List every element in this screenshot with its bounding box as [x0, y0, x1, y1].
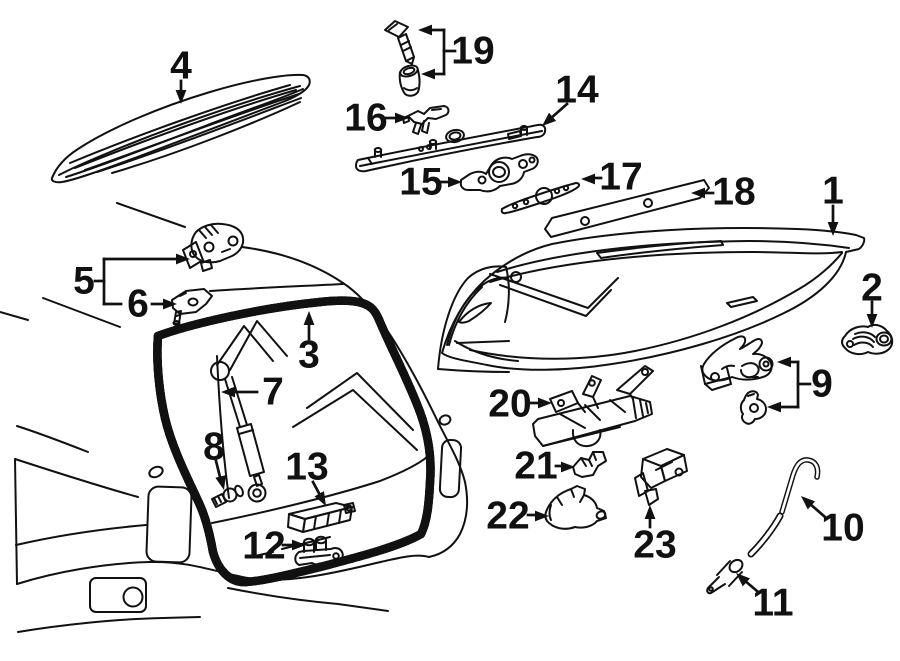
- part-number-label[interactable]: 2: [861, 267, 883, 310]
- callout-13[interactable]: 13: [285, 446, 330, 509]
- part-14-molding-bar: [355, 123, 547, 173]
- callout-6[interactable]: 6: [127, 283, 177, 326]
- part-10-support-rod: [747, 457, 821, 558]
- part-number-label[interactable]: 3: [298, 334, 320, 377]
- arrowhead-icon: [561, 461, 575, 473]
- callout-7[interactable]: 7: [221, 371, 284, 414]
- arrowhead-icon: [395, 112, 409, 124]
- callout-4[interactable]: 4: [170, 45, 192, 105]
- part-number-label[interactable]: 11: [752, 582, 793, 625]
- part-number-label[interactable]: 22: [486, 495, 529, 538]
- arrowhead-icon: [538, 397, 552, 409]
- arrowhead-icon: [581, 173, 595, 185]
- part-19-fasteners: [384, 20, 421, 97]
- part-20-latch-assembly: [532, 365, 654, 448]
- callout-17[interactable]: 17: [581, 156, 643, 199]
- part-number-label[interactable]: 16: [344, 97, 387, 140]
- callout-9[interactable]: 9: [767, 356, 833, 413]
- part-21-clip: [572, 451, 607, 478]
- part-18-pad: [544, 179, 710, 238]
- callout-20[interactable]: 20: [488, 383, 552, 426]
- arrowhead-icon: [292, 539, 306, 551]
- part-8-ball-stud: [211, 484, 244, 508]
- callout-16[interactable]: 16: [344, 97, 409, 140]
- part-15-bracket: [459, 153, 539, 193]
- part-12-striker: [294, 535, 344, 566]
- callout-22[interactable]: 22: [486, 495, 549, 538]
- arrowhead-icon: [801, 496, 816, 510]
- part-11-rod-clip: [706, 558, 744, 595]
- part-17-plate: [500, 182, 581, 215]
- arrowhead-icon: [827, 222, 839, 236]
- part-6-hinge-plate: [171, 288, 213, 326]
- arrowhead-icon: [421, 68, 435, 80]
- callout-1[interactable]: 1: [822, 170, 844, 237]
- part-13-latch-module: [287, 502, 356, 533]
- part-number-label[interactable]: 9: [811, 363, 833, 406]
- callout-8[interactable]: 8: [203, 426, 229, 492]
- arrowhead-icon: [175, 90, 187, 104]
- part-number-label[interactable]: 14: [555, 69, 599, 112]
- part-number-label[interactable]: 23: [633, 524, 676, 567]
- arrowhead-icon: [303, 311, 315, 325]
- arrowhead-icon: [767, 401, 781, 413]
- part-number-label[interactable]: 1: [822, 170, 844, 213]
- part-number-label[interactable]: 8: [203, 426, 225, 469]
- arrowhead-icon: [448, 176, 462, 188]
- part-number-label[interactable]: 21: [514, 445, 557, 488]
- arrowhead-icon: [314, 491, 326, 506]
- callout-19[interactable]: 19: [418, 24, 495, 80]
- part-number-label[interactable]: 20: [488, 383, 531, 426]
- leader-line: [548, 102, 569, 121]
- part-16-clip: [402, 105, 450, 135]
- arrowhead-icon: [866, 314, 878, 328]
- part-23-actuator: [634, 448, 688, 506]
- arrowhead-icon: [163, 298, 177, 310]
- part-5-hinge-upper: [182, 222, 245, 272]
- part-2-lock-cylinder: [841, 323, 894, 356]
- part-number-label[interactable]: 18: [712, 171, 755, 214]
- part-number-label[interactable]: 10: [821, 507, 864, 550]
- callout-11[interactable]: 11: [732, 569, 794, 625]
- arrowhead-icon: [535, 510, 549, 522]
- leader-line: [807, 501, 827, 519]
- arrowhead-icon: [215, 475, 226, 490]
- arrowhead-icon: [176, 253, 190, 265]
- part-9-hinge-assembly: [700, 335, 774, 425]
- part-1-liftgate-panel: [441, 227, 866, 371]
- part-22-bracket: [544, 485, 607, 530]
- part-number-label[interactable]: 4: [170, 45, 192, 88]
- part-7-lift-support-strut: [210, 361, 267, 503]
- callout-5[interactable]: 5: [73, 253, 190, 306]
- part-number-label[interactable]: 6: [127, 283, 149, 326]
- part-3-weatherstrip-seal: [157, 301, 430, 582]
- part-number-label[interactable]: 19: [451, 30, 494, 73]
- part-number-label[interactable]: 15: [399, 161, 442, 204]
- part-4-spoiler-molding: [50, 73, 311, 184]
- arrowhead-icon: [777, 356, 791, 368]
- callout-15[interactable]: 15: [399, 161, 462, 204]
- part-number-label[interactable]: 7: [262, 371, 284, 414]
- callout-18[interactable]: 18: [691, 171, 756, 214]
- callout-10[interactable]: 10: [797, 492, 865, 550]
- part-number-label[interactable]: 17: [599, 156, 642, 199]
- callout-23[interactable]: 23: [633, 505, 677, 567]
- arrowhead-icon: [691, 187, 705, 199]
- arrowhead-icon: [644, 505, 656, 519]
- arrowhead-icon: [736, 573, 751, 587]
- callout-12[interactable]: 12: [242, 525, 306, 568]
- arrowhead-icon: [221, 386, 235, 398]
- arrowhead-icon: [418, 24, 432, 36]
- part-number-label[interactable]: 5: [73, 260, 95, 303]
- arrowhead-icon: [542, 112, 557, 126]
- callout-21[interactable]: 21: [514, 445, 575, 488]
- callout-3[interactable]: 3: [298, 311, 320, 377]
- stud-1: [373, 147, 383, 158]
- callout-2[interactable]: 2: [861, 267, 883, 329]
- part-number-label[interactable]: 12: [242, 525, 285, 568]
- callout-14[interactable]: 14: [538, 69, 599, 131]
- part-number-label[interactable]: 13: [285, 446, 328, 489]
